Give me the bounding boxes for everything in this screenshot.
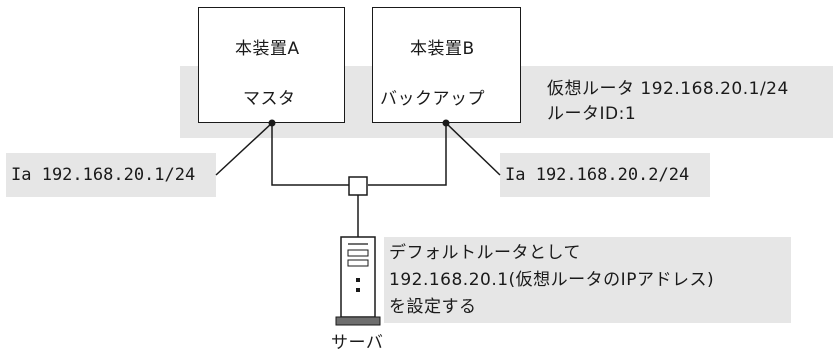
junction-a <box>268 119 276 127</box>
link-b <box>368 123 447 186</box>
ip-b-box <box>500 153 710 197</box>
server-note-box <box>384 237 791 323</box>
virtual-router-id: ルータID:1 <box>547 104 637 124</box>
device-b-role: バックアップ <box>380 89 485 109</box>
server-note-line2: 192.168.20.1(仮想ルータのIPアドレス) <box>389 270 715 290</box>
ip-a-box <box>6 153 216 197</box>
ip-b-label: Ia 192.168.20.2/24 <box>505 165 690 185</box>
server-note-line1: デフォルトルータとして <box>389 243 581 263</box>
junction-b <box>442 119 450 127</box>
device-a-role: マスタ <box>243 89 296 109</box>
device-a-name: 本装置A <box>235 39 300 59</box>
leader-a <box>215 122 273 176</box>
device-b-name: 本装置B <box>410 39 475 59</box>
leader-b <box>445 122 501 176</box>
device-a-box <box>198 7 345 123</box>
link-a <box>271 123 358 186</box>
virtual-router-address: 仮想ルータ 192.168.20.1/24 <box>547 79 789 99</box>
server-label: サーバ <box>331 333 384 353</box>
ip-a-label: Ia 192.168.20.1/24 <box>11 165 196 185</box>
server-icon <box>335 236 381 326</box>
hub <box>348 176 368 196</box>
server-note-line3: を設定する <box>389 297 477 317</box>
